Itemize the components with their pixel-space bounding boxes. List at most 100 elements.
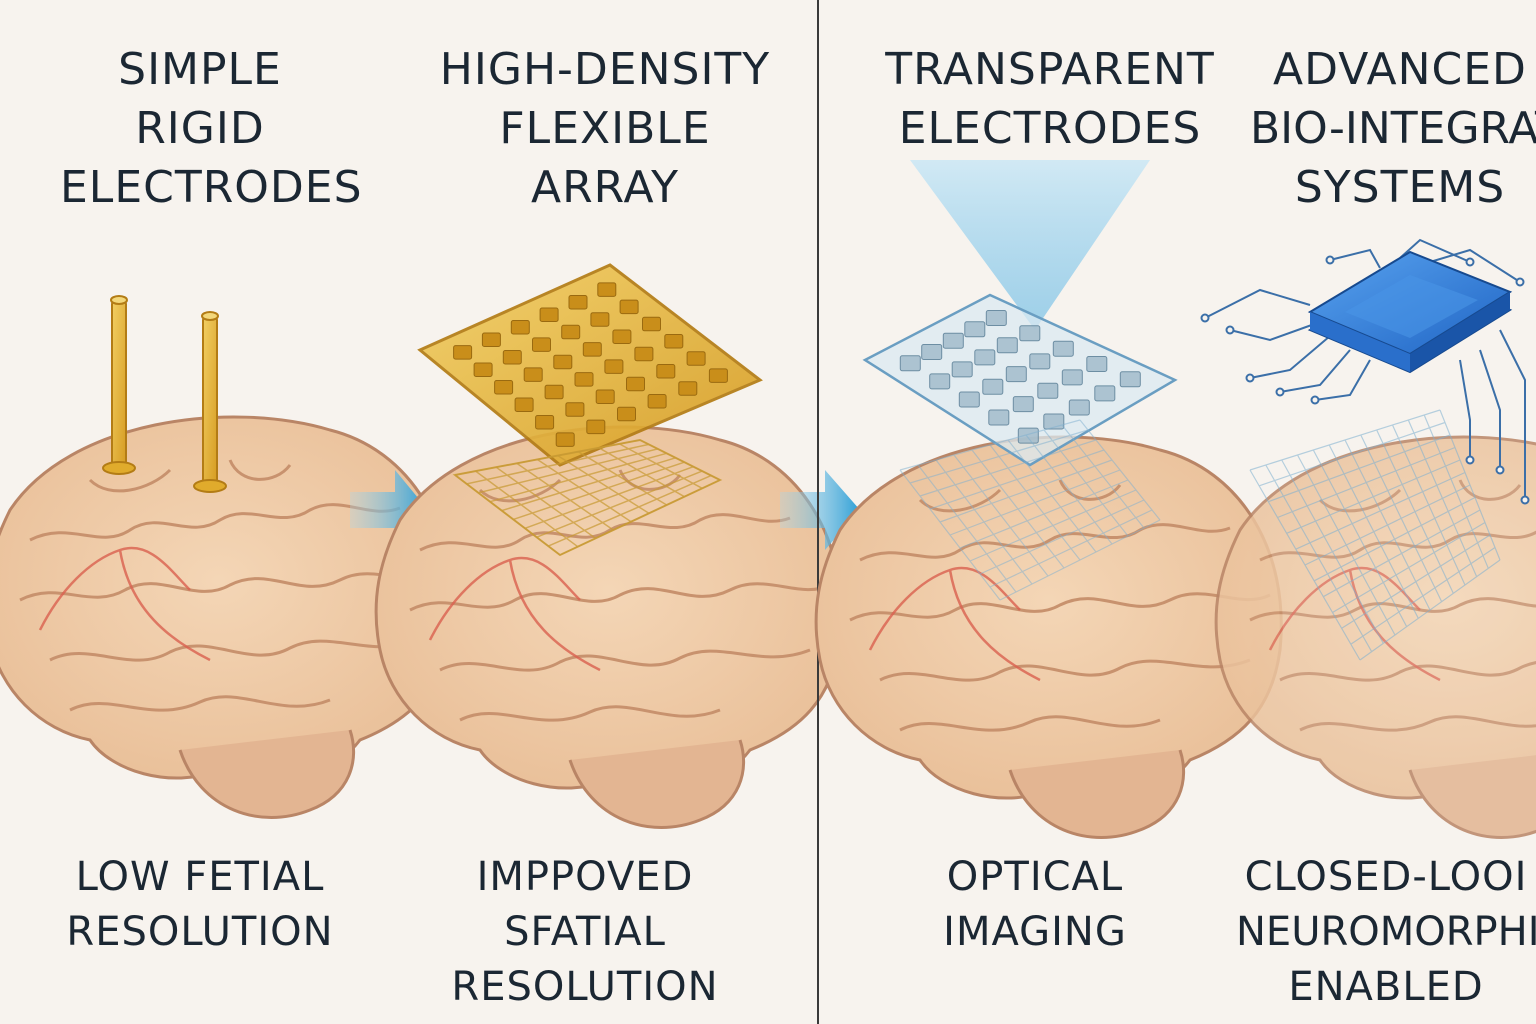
mesh-line — [577, 451, 668, 506]
flexible-electrode-array — [417, 263, 763, 557]
mesh-line — [548, 474, 712, 547]
mesh-line — [536, 458, 632, 523]
mesh-line — [513, 461, 685, 521]
electrode-pad — [929, 373, 951, 390]
mesh-line — [1079, 419, 1161, 521]
stage-caption-line: LOW FETIAL — [75, 854, 325, 900]
stage-title-line: HIGH-DENSITY — [439, 44, 771, 95]
mesh-line — [524, 465, 694, 530]
stage-caption-line: RESOLUTION — [451, 964, 719, 1010]
rigid-electrode-pins — [102, 295, 227, 493]
electrode-pad — [626, 376, 645, 392]
mesh-line — [1341, 534, 1491, 629]
mesh-line — [454, 439, 641, 476]
trace-terminal — [1275, 387, 1285, 397]
stage-title: ADVANCED BIO-INTEGRATI SYSTEMS — [1250, 40, 1536, 217]
electrode-pad — [974, 349, 996, 366]
mesh-line — [557, 454, 650, 514]
stage-title-line: RIGID — [135, 103, 265, 154]
electrode-pad — [1086, 356, 1108, 372]
electrode-pad — [921, 344, 943, 360]
stage-caption-line: OPTICAL — [946, 854, 1124, 900]
stage-title-line: ARRAY — [530, 162, 680, 213]
trace-terminal — [1495, 465, 1505, 475]
electrode-pad — [1061, 369, 1083, 386]
mesh-line — [1359, 559, 1501, 661]
stage-caption: LOW FETIAL RESOLUTION — [50, 850, 350, 960]
stage-title-line: ELECTRODES — [60, 162, 363, 213]
trace-terminal — [1465, 455, 1475, 465]
trace-terminal — [1245, 373, 1255, 383]
electrode-pad — [510, 320, 530, 335]
mesh-line — [979, 499, 1145, 575]
chip-trace — [1459, 359, 1471, 460]
brain-illustration — [1214, 435, 1536, 839]
electrode-pad — [634, 346, 654, 362]
electrode-pad — [523, 367, 543, 382]
chip-trace — [1429, 248, 1521, 283]
electrode-pad — [951, 361, 973, 378]
electrode-pad — [642, 316, 661, 332]
mesh-line — [1439, 409, 1501, 561]
mesh-line — [454, 474, 561, 556]
electrode-pad — [1019, 325, 1041, 342]
stage-caption-line: CLOSED-LOOI — [1244, 854, 1528, 900]
electrode-pad — [574, 372, 594, 387]
mesh-line — [478, 448, 658, 494]
electrode-pad — [561, 324, 581, 340]
mesh-line — [536, 470, 703, 538]
electrode-pad — [899, 355, 921, 372]
neuromorphic-chip — [1200, 238, 1530, 661]
electrode-pad — [1068, 399, 1090, 416]
mesh-line — [1025, 434, 1113, 545]
electrode-pad — [1012, 396, 1034, 413]
chip-trace — [1229, 321, 1321, 342]
mesh-line — [559, 479, 721, 556]
mesh-line — [466, 443, 650, 485]
electrode-pad — [502, 350, 522, 365]
mesh-line — [501, 457, 676, 512]
electrode-pad — [1029, 353, 1051, 370]
mesh-line — [598, 447, 685, 498]
mesh-line — [495, 466, 597, 539]
electrode-pad — [619, 299, 639, 315]
electrode-pad — [553, 354, 573, 370]
electrode-pad — [656, 364, 676, 379]
electrode-pad — [590, 312, 610, 327]
trace-terminal — [1325, 255, 1335, 265]
electrode-pad — [582, 342, 602, 357]
stage-title-line: FLEXIBLE — [499, 103, 711, 154]
electrode-pad — [568, 295, 588, 310]
stage-caption-line: IMAGING — [943, 909, 1127, 955]
electrode-pad — [708, 368, 728, 383]
electrode-pad — [565, 402, 585, 417]
electrode-pad — [617, 406, 636, 422]
electrode-pad — [544, 384, 564, 400]
electrode-pad — [481, 332, 501, 347]
electrode-pad — [647, 394, 667, 409]
electrode-pad — [678, 381, 698, 396]
electrode-pad — [514, 397, 534, 412]
electrode-pad — [1037, 382, 1059, 399]
trace-terminal — [1200, 313, 1210, 323]
chip-trace — [1279, 349, 1351, 393]
trace-terminal — [1515, 277, 1525, 287]
chip-trace — [1249, 335, 1331, 379]
electrode-pad — [982, 378, 1004, 395]
stage-title-line: TRANSPARENT — [885, 44, 1215, 95]
electrode-pad — [1052, 340, 1074, 357]
electrode-pad — [532, 337, 551, 352]
stage-title: SIMPLE RIGID ELECTRODES — [60, 40, 363, 217]
stage-title: TRANSPARENT ELECTRODES — [870, 40, 1230, 158]
stage-title-line: BIO-INTEGRATI — [1250, 103, 1536, 154]
electrode-pad — [996, 337, 1018, 354]
trace-terminal — [1310, 395, 1320, 405]
mesh-line — [1007, 439, 1097, 553]
stage-caption-line: RESOLUTION — [66, 909, 334, 955]
stage-caption: OPTICAL IMAGING — [920, 850, 1150, 960]
mesh-line — [969, 489, 1137, 562]
stage-title-line: SIMPLE — [118, 44, 282, 95]
transparent-electrode-array — [862, 293, 1178, 601]
